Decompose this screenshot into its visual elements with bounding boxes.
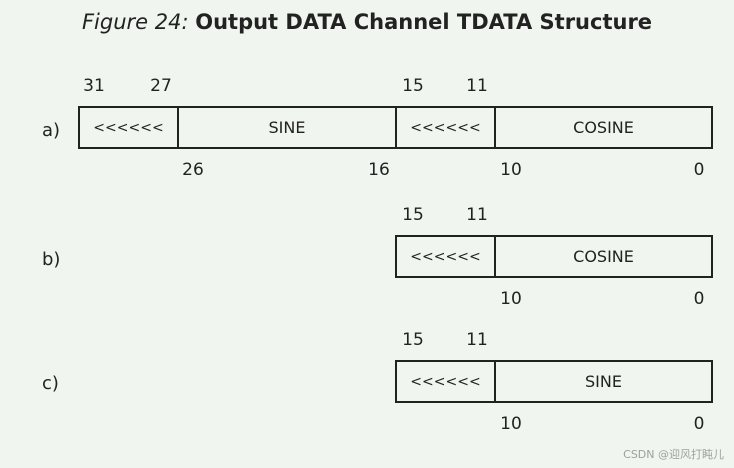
field-sign-extension: <<<<<<	[397, 237, 496, 276]
figure-caption: Output DATA Channel TDATA Structure	[195, 10, 653, 34]
figure-label: Figure 24:	[81, 10, 189, 34]
register-c: <<<<<< SINE	[395, 360, 713, 403]
bit-label-top: 11	[466, 76, 488, 96]
row-label: a)	[42, 120, 61, 141]
bit-label-top: 11	[466, 330, 488, 350]
figure-title: Figure 24: Output DATA Channel TDATA Str…	[0, 8, 734, 36]
field-sine: SINE	[585, 372, 622, 391]
register-b: <<<<<< COSINE	[395, 235, 713, 278]
field-cosine: COSINE	[573, 247, 634, 266]
bit-label-top: 31	[83, 76, 105, 96]
bit-label-bottom: 10	[500, 160, 522, 180]
field-sine: SINE	[179, 108, 397, 147]
bit-label-top: 27	[150, 76, 172, 96]
bit-label-top: 15	[402, 76, 424, 96]
bit-label-bottom: 26	[182, 160, 204, 180]
bit-label-bottom: 0	[693, 160, 705, 180]
field-upper-sign-extension: <<<<<<	[80, 108, 179, 147]
bit-label-bottom: 10	[500, 414, 522, 434]
bit-label-bottom: 0	[693, 414, 705, 434]
bit-label-top: 15	[402, 205, 424, 225]
bit-label-bottom: 10	[500, 289, 522, 309]
register-a: <<<<<< SINE <<<<<< COSINE	[78, 106, 713, 149]
bit-label-bottom: 16	[368, 160, 390, 180]
bit-label-top: 11	[466, 205, 488, 225]
row-label: b)	[42, 249, 61, 270]
field-sign-extension: <<<<<<	[397, 362, 496, 401]
bit-label-bottom: 0	[693, 289, 705, 309]
watermark: CSDN @迎风打盹儿	[623, 448, 724, 461]
row-label: c)	[42, 373, 59, 394]
field-lower-sign-extension: <<<<<<	[397, 108, 496, 147]
field-cosine: COSINE	[573, 118, 634, 137]
bit-label-top: 15	[402, 330, 424, 350]
